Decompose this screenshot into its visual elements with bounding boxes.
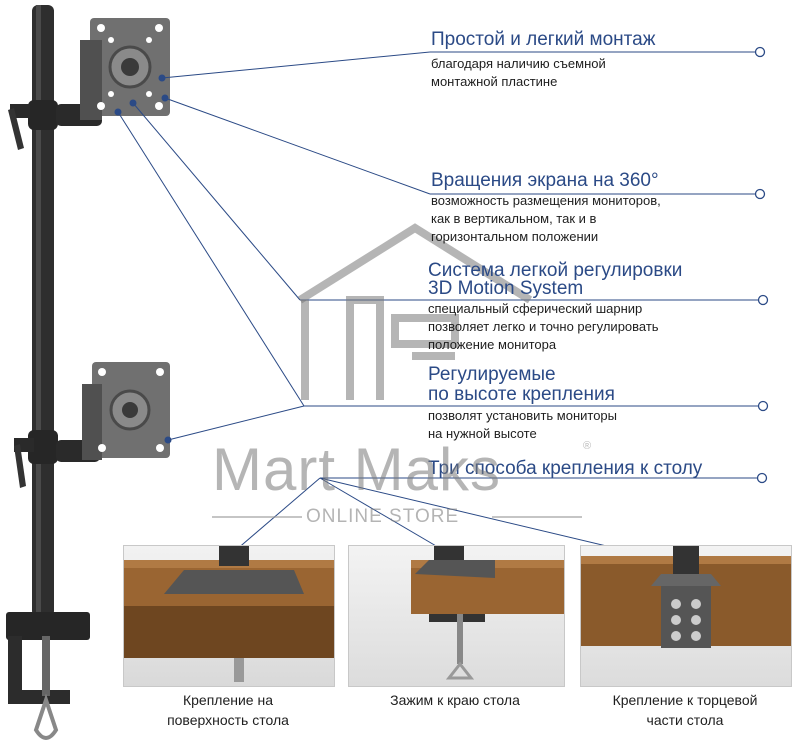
- feature-title: Вращения экрана на 360°: [431, 170, 659, 191]
- feature-desc-line: положение монитора: [428, 337, 557, 352]
- mount-panel-side: [580, 545, 792, 687]
- feature-desc-line: монтажной пластине: [431, 74, 558, 89]
- caption-line: Крепление к торцевой: [612, 692, 758, 708]
- upper-vesa-plate: [80, 18, 170, 120]
- mount-panel-edge: [348, 545, 565, 687]
- callout-lines: [117, 51, 762, 561]
- feature-title-2: по высоте крепления: [428, 384, 615, 405]
- desk-clamp: [6, 612, 90, 740]
- watermark-divider-right: [492, 516, 582, 518]
- watermark-subtitle: ONLINE STORE: [306, 506, 460, 527]
- caption-line: поверхность стола: [167, 712, 289, 728]
- mount-caption-side: Крепление к торцевой части стола: [590, 690, 780, 730]
- mount-caption-surface: Крепление на поверхность стола: [143, 690, 313, 730]
- side-mount-illustration: [581, 546, 791, 648]
- watermark-house-icon: [297, 223, 533, 400]
- feature-desc-line: специальный сферический шарнир: [428, 301, 643, 316]
- watermark-divider-left: [212, 516, 302, 518]
- watermark-registered-mark: ®: [583, 440, 592, 452]
- feature-title: Простой и легкий монтаж: [431, 29, 656, 50]
- caption-line: Крепление на: [182, 692, 273, 708]
- feature-desc-line: как в вертикальном, так и в: [431, 211, 597, 226]
- lower-vesa-plate: [82, 362, 170, 460]
- caption-line: Зажим к краю стола: [390, 692, 520, 708]
- feature-title: Три способа крепления к столу: [428, 458, 703, 479]
- feature-desc-line: позволят установить мониторы: [428, 408, 618, 423]
- feature-title: Система легкой регулировки: [428, 260, 683, 281]
- mount-pole: [28, 5, 58, 617]
- mount-caption-edge: Зажим к краю стола: [370, 690, 540, 710]
- feature-desc-line: на нужной высоте: [428, 426, 537, 441]
- mount-panel-surface: [123, 545, 335, 687]
- surface-mount-illustration: [124, 546, 334, 682]
- feature-desc-line: благодаря наличию съемной: [431, 56, 606, 71]
- feature-desc-line: позволяет легко и точно регулировать: [428, 319, 659, 334]
- edge-clamp-illustration: [411, 546, 564, 680]
- callout-end-markers: [754, 46, 769, 484]
- feature-desc-line: горизонтальном положении: [431, 229, 599, 244]
- watermark-logo: Mart Maks: [212, 436, 502, 503]
- feature-desc-line: возможность размещения мониторов,: [431, 193, 661, 208]
- feature-title: Регулируемые: [428, 364, 556, 385]
- caption-line: части стола: [646, 712, 724, 728]
- feature-title-2: 3D Motion System: [428, 278, 584, 299]
